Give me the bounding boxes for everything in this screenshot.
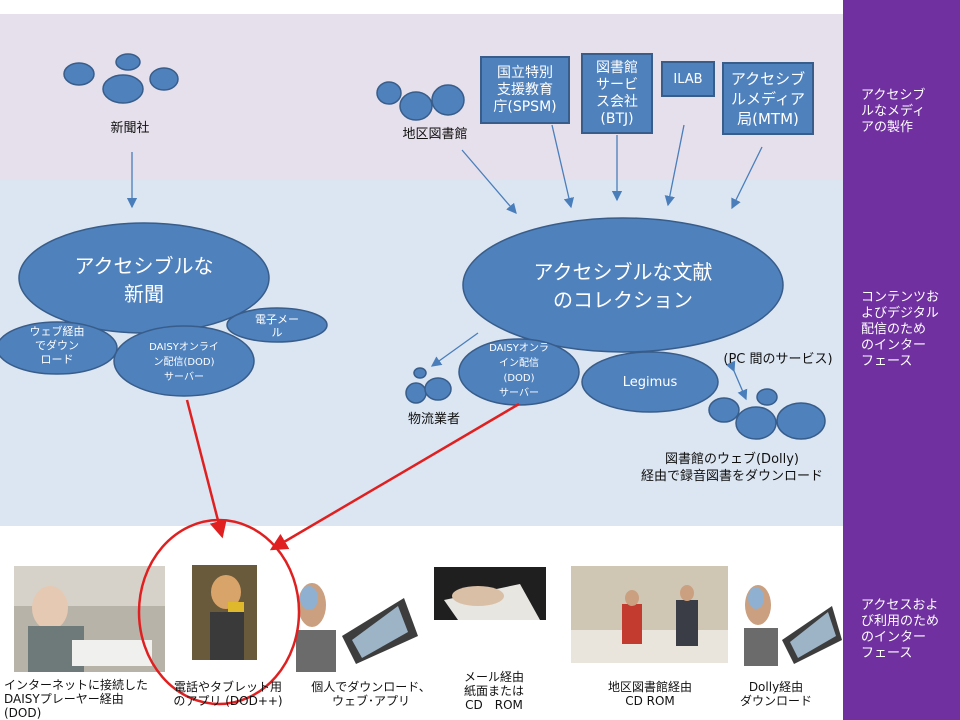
sidebar-label-production: アクセシブ ルなメディ アの製作 [861, 88, 926, 135]
logistics-label: 物流業者 [407, 412, 460, 427]
library-blob-2 [399, 91, 433, 121]
photo-tablet-app [192, 565, 257, 660]
regional-library-label: 地区図書館 [402, 127, 468, 142]
red-arrow-right [269, 402, 520, 551]
sidebar-label-interfaces: コンテンツお よびデジタル 配信のため のインター フェース [861, 290, 940, 369]
dolly-blob-1 [708, 397, 740, 423]
photo-regional-library [571, 566, 728, 663]
caption-tablet-app: 電話やタブレット用 のアプリ (DOD++) [173, 680, 283, 708]
pc-service-label: (PC 間のサービス) [723, 352, 833, 367]
legimus-label: Legimus [622, 375, 678, 390]
daisy-online-left-ellipse [113, 325, 255, 397]
arrow-pc-service [725, 360, 748, 401]
arrow-mtm-to-collection [731, 146, 763, 210]
arrow-collection-to-logistics [430, 332, 479, 367]
collection-ellipse [462, 217, 784, 353]
photo-personal-download [292, 566, 424, 672]
sidebar [843, 0, 960, 720]
web-download-label: ウェブ経由 でダウン ロード [29, 325, 85, 366]
arrow-spsm-to-collection [551, 124, 575, 209]
mtm-box: アクセシブ ルメディア 局(MTM) [722, 62, 814, 135]
highlight-circle [137, 518, 301, 706]
dolly-blob-2 [756, 388, 778, 406]
logistics-blob-1 [413, 367, 427, 379]
caption-personal-download: 個人でダウンロード、 ウェブ･アプリ [311, 680, 431, 708]
newspaper-blob-1 [63, 62, 95, 86]
caption-email-paper-cd: メール経由 紙面または CD ROM [463, 670, 524, 712]
photo-dolly-download [740, 566, 843, 666]
btj-box: 図書館 サービ ス会社 (BTJ) [581, 53, 653, 134]
caption-daisy-player: インターネットに接続した DAISYプレーヤー経由 (DOD) [4, 678, 149, 720]
caption-dolly-download: Dolly経由 ダウンロード [739, 680, 812, 708]
web-download-ellipse [0, 321, 118, 375]
dolly-blob-3 [735, 406, 777, 440]
spsm-box: 国立特別 支援教育 庁(SPSM) [480, 56, 570, 124]
photo-braille-email [434, 567, 546, 620]
newspaper-blob-2 [115, 53, 141, 71]
library-blob-3 [431, 84, 465, 116]
arrow-ilab-to-collection [664, 124, 685, 207]
library-blob-1 [376, 81, 402, 105]
newspaper-blob-3 [102, 74, 144, 104]
caption-regional-library-cd: 地区図書館経由 CD ROM [607, 680, 692, 708]
newspaper-blob-4 [149, 67, 179, 91]
ilab-box: ILAB [661, 61, 715, 97]
email-label: 電子メー ル [255, 313, 299, 339]
sidebar-label-access: アクセスおよ び利用のため のインター フェース [861, 598, 940, 661]
logistics-blob-3 [424, 377, 452, 401]
collection-label: アクセシブルな文献 のコレクション [533, 260, 713, 312]
dolly-blob-4 [776, 402, 826, 440]
daisy-online-left-label: DAISYオンライ ン配信(DOD) サーバー [149, 342, 219, 383]
red-arrow-left [185, 399, 227, 539]
newspaper-company-label: 新聞社 [110, 121, 150, 136]
email-ellipse [226, 307, 328, 343]
logistics-blob-2 [405, 382, 427, 404]
legimus-ellipse [581, 351, 719, 413]
dolly-label: 図書館のウェブ(Dolly) 経由で録音図書をダウンロード [640, 452, 823, 484]
accessible-newspaper-label: アクセシブルな 新聞 [74, 254, 214, 306]
daisy-online-right-label: DAISYオンラ イン配信 (DOD) サーバー [489, 343, 549, 399]
arrow-library-to-collection [461, 149, 517, 214]
